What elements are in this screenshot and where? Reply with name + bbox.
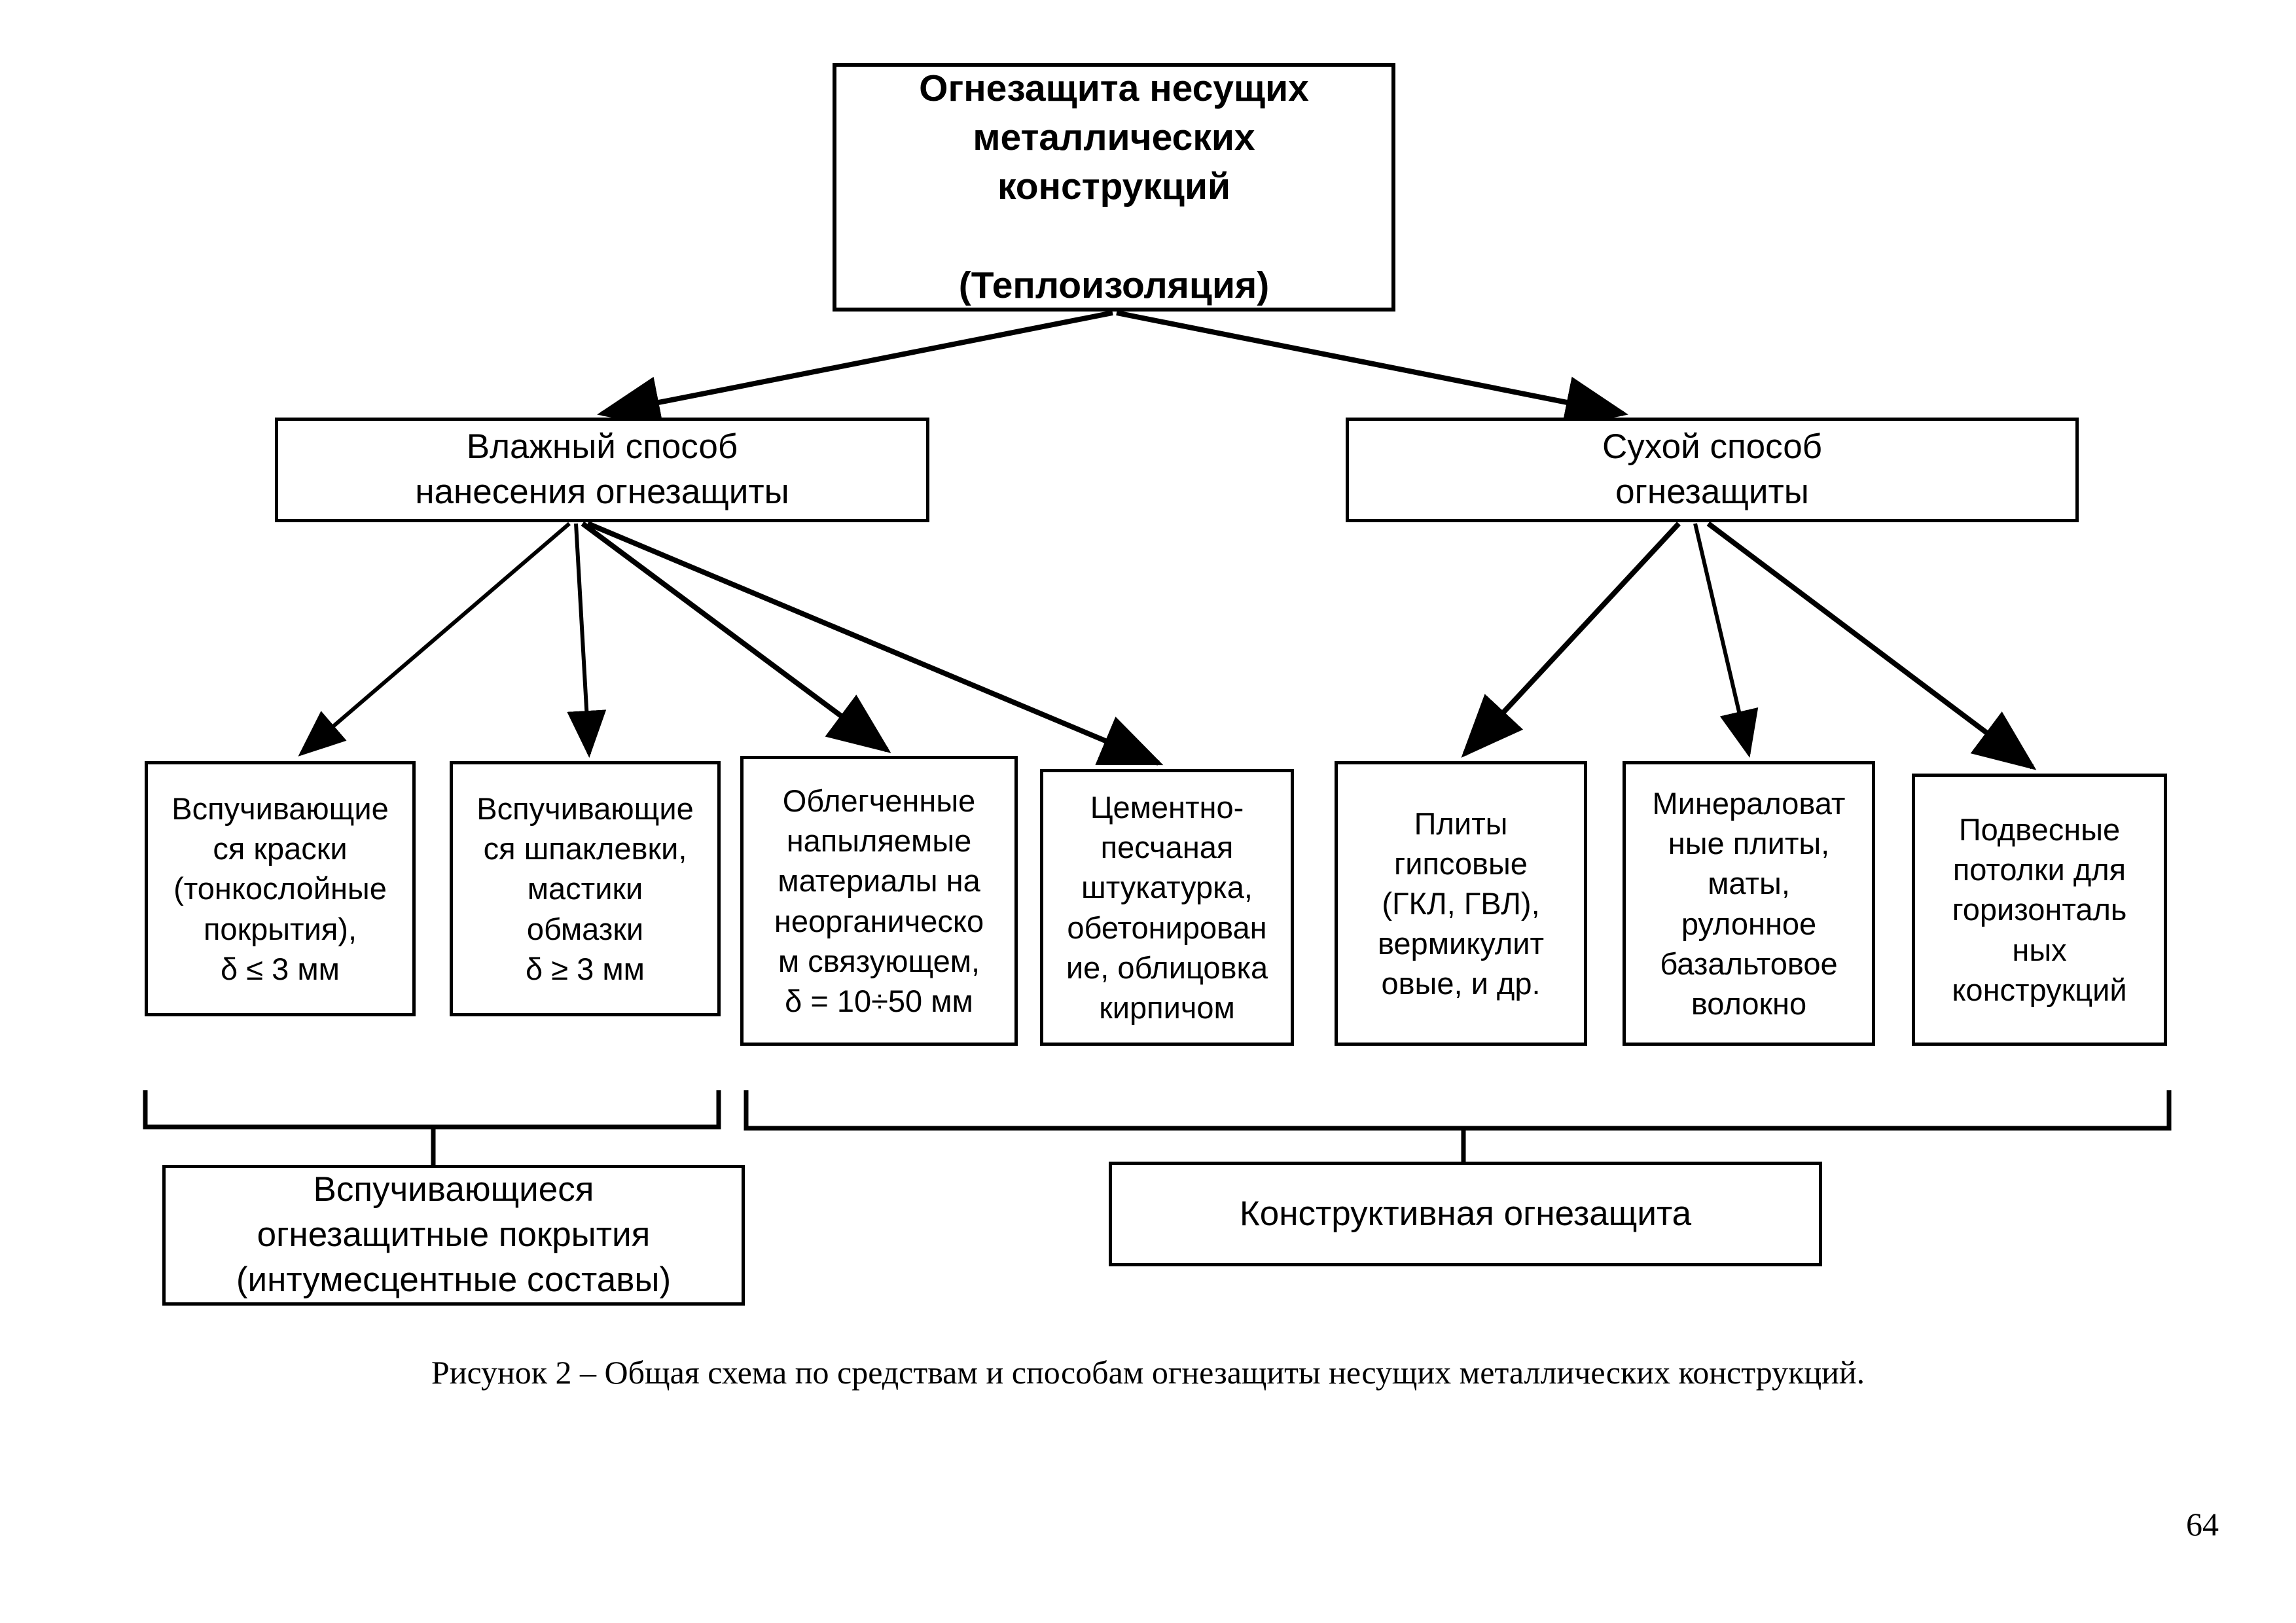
node-leaf-3[interactable]: Облегченные напыляемые материалы на неор…: [740, 756, 1018, 1046]
group-left-text: Вспучивающиеся огнезащитные покрытия (ин…: [166, 1168, 742, 1303]
brace-right: [744, 1090, 2172, 1164]
leaf-3-line-5: δ = 10÷50 мм: [785, 983, 973, 1018]
leaf-2-line-1: ся шпаклевки,: [483, 831, 687, 866]
leaf-1-line-3: покрытия),: [203, 911, 357, 946]
node-leaf-2-text: Вспучивающие ся шпаклевки, мастики обмаз…: [453, 789, 717, 988]
node-leaf-6-text: Минераловат ные плиты, маты, рулонное ба…: [1626, 783, 1872, 1024]
leaf-4-line-5: кирпичом: [1099, 990, 1235, 1025]
leaf-7-line-4: конструкций: [1952, 972, 2127, 1007]
leaf-2-line-3: обмазки: [526, 911, 644, 946]
node-root-line2: металлических: [973, 116, 1255, 159]
group-left-line3: (интумесцентные составы): [236, 1260, 672, 1299]
leaf-4-line-3: обетонирован: [1067, 910, 1267, 945]
leaf-1-line-0: Вспучивающие: [171, 791, 389, 827]
arrow-root-to-dry: [1116, 310, 1628, 429]
leaf-3-line-1: напыляемые: [786, 823, 972, 859]
arrow-dry-to-leaf-5: [1461, 522, 1681, 758]
leaf-1-line-1: ся краски: [213, 831, 348, 866]
leaf-6-line-0: Минераловат: [1652, 786, 1846, 821]
leaf-2-line-0: Вспучивающие: [476, 791, 694, 827]
group-left-line1: Вспучивающиеся: [313, 1170, 594, 1209]
node-leaf-1[interactable]: Вспучивающие ся краски (тонкослойные пок…: [145, 761, 416, 1016]
leaf-4-line-0: Цементно-: [1090, 790, 1244, 825]
brace-left: [143, 1090, 721, 1166]
arrow-dry-to-leaf-7: [1706, 521, 2037, 770]
node-root-line1: Огнезащита несущих: [919, 67, 1309, 109]
leaf-6-line-4: базальтовое: [1660, 946, 1838, 981]
node-wet-method-text: Влажный способ нанесения огнезащиты: [278, 425, 926, 515]
node-root-line3: конструкций: [997, 166, 1231, 208]
group-right-line1: Конструктивная огнезащита: [1239, 1194, 1692, 1233]
leaf-6-line-5: волокно: [1691, 986, 1807, 1021]
leaf-7-line-3: ных: [2012, 932, 2067, 967]
node-dry-line2: огнезащиты: [1615, 473, 1809, 511]
leaf-7-line-0: Подвесные: [1958, 812, 2121, 847]
figure-caption: Рисунок 2 – Общая схема по средствам и с…: [431, 1354, 1865, 1391]
node-root-line4: (Теплоизоляция): [958, 264, 1270, 306]
leaf-3-line-0: Облегченные: [782, 783, 976, 819]
arrow-wet-to-leaf-2: [567, 523, 607, 758]
page-number: 64: [2186, 1506, 2219, 1543]
node-leaf-3-text: Облегченные напыляемые материалы на неор…: [744, 781, 1014, 1021]
arrow-root-to-wet: [597, 310, 1113, 429]
group-label-intumescent[interactable]: Вспучивающиеся огнезащитные покрытия (ин…: [162, 1165, 745, 1306]
node-wet-method[interactable]: Влажный способ нанесения огнезащиты: [275, 418, 929, 522]
leaf-7-line-1: потолки для: [1952, 852, 2126, 887]
node-leaf-4[interactable]: Цементно- песчаная штукатурка, обетониро…: [1040, 769, 1294, 1046]
leaf-5-line-4: овые, и др.: [1381, 966, 1541, 1001]
node-wet-line2: нанесения огнезащиты: [415, 473, 789, 511]
node-root-text: Огнезащита несущих металлических констру…: [836, 64, 1391, 310]
arrow-dry-to-leaf-6: [1693, 523, 1759, 758]
group-label-structural[interactable]: Конструктивная огнезащита: [1109, 1162, 1822, 1266]
leaf-1-line-2: (тонкослойные: [173, 871, 387, 906]
leaf-5-line-1: гипсовые: [1394, 846, 1528, 881]
arrow-wet-to-leaf-1: [298, 522, 571, 757]
node-leaf-5[interactable]: Плиты гипсовые (ГКЛ, ГВЛ), вермикулит ов…: [1335, 761, 1587, 1046]
leaf-5-line-2: (ГКЛ, ГВЛ),: [1382, 885, 1540, 921]
node-leaf-5-text: Плиты гипсовые (ГКЛ, ГВЛ), вермикулит ов…: [1338, 804, 1584, 1003]
node-leaf-4-text: Цементно- песчаная штукатурка, обетониро…: [1043, 787, 1291, 1027]
node-dry-method[interactable]: Сухой способ огнезащиты: [1346, 418, 2079, 522]
leaf-3-line-4: м связующем,: [778, 943, 980, 978]
leaf-7-line-2: горизонталь: [1952, 892, 2127, 927]
leaf-2-line-4: δ ≥ 3 мм: [526, 951, 645, 986]
arrow-wet-to-leaf-3: [581, 521, 891, 753]
node-leaf-1-text: Вспучивающие ся краски (тонкослойные пок…: [148, 789, 412, 988]
arrow-wet-to-leaf-4: [586, 521, 1164, 766]
group-left-line2: огнезащитные покрытия: [257, 1215, 651, 1255]
leaf-3-line-3: неорганическо: [774, 903, 984, 938]
leaf-4-line-2: штукатурка,: [1081, 870, 1253, 905]
leaf-2-line-2: мастики: [527, 871, 643, 906]
node-dry-method-text: Сухой способ огнезащиты: [1349, 425, 2075, 515]
leaf-1-line-4: δ ≤ 3 мм: [221, 951, 340, 986]
leaf-6-line-1: ные плиты,: [1668, 826, 1830, 861]
leaf-3-line-2: материалы на: [778, 863, 980, 899]
leaf-6-line-3: рулонное: [1681, 906, 1817, 941]
leaf-4-line-1: песчаная: [1100, 830, 1234, 865]
node-root[interactable]: Огнезащита несущих металлических констру…: [833, 63, 1395, 312]
node-leaf-2[interactable]: Вспучивающие ся шпаклевки, мастики обмаз…: [450, 761, 721, 1016]
node-leaf-7-text: Подвесные потолки для горизонталь ных ко…: [1915, 810, 2164, 1009]
node-leaf-7[interactable]: Подвесные потолки для горизонталь ных ко…: [1912, 774, 2167, 1046]
leaf-4-line-4: ие, облицовка: [1066, 950, 1268, 985]
node-dry-line1: Сухой способ: [1602, 427, 1823, 467]
node-wet-line1: Влажный способ: [466, 427, 738, 467]
node-leaf-6[interactable]: Минераловат ные плиты, маты, рулонное ба…: [1623, 761, 1875, 1046]
leaf-5-line-3: вермикулит: [1377, 926, 1545, 961]
leaf-6-line-2: маты,: [1708, 866, 1790, 901]
leaf-5-line-0: Плиты: [1414, 806, 1508, 841]
